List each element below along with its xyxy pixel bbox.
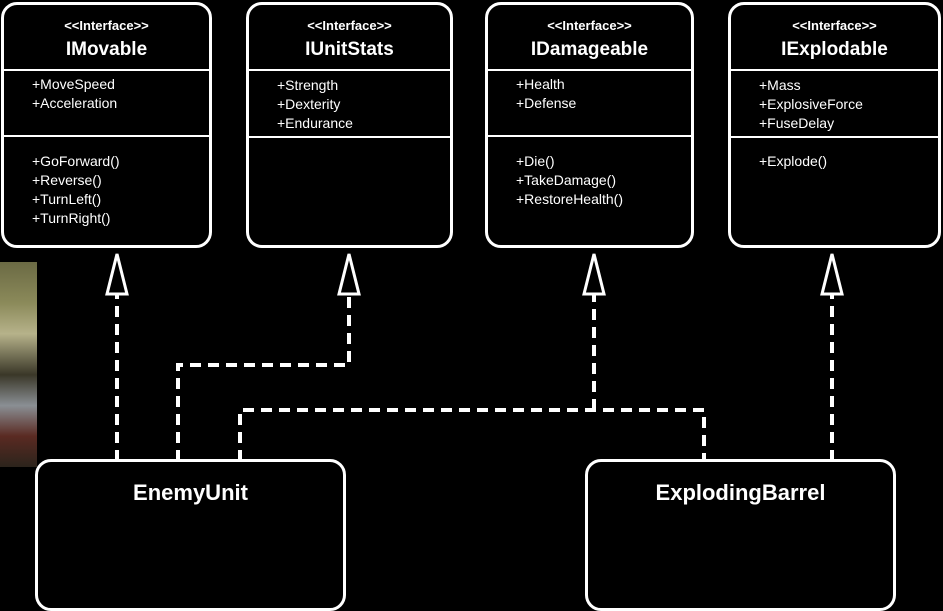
interface-fields: +Strength +Dexterity +Endurance [277,76,444,133]
interface-header: <<Interface>> IDamageable [488,5,691,71]
realization-line-enemyunit-idamageable [238,408,706,461]
field-item: +ExplosiveForce [759,96,863,112]
class-name: ExplodingBarrel [655,480,826,505]
interface-stereotype: <<Interface>> [307,18,392,33]
field-item: +MoveSpeed [32,76,115,92]
field-item: +Acceleration [32,95,118,111]
class-name: EnemyUnit [133,480,248,505]
section-divider [488,135,691,137]
interface-stereotype: <<Interface>> [64,18,149,33]
section-divider [249,136,450,138]
interface-header: <<Interface>> IExplodable [731,5,938,71]
realization-arrowhead-iexplodable [820,253,844,296]
method-item: +Reverse() [32,172,102,188]
interface-name: IDamageable [530,39,649,60]
interface-fields: +MoveSpeed +Acceleration [32,75,203,113]
section-divider [4,135,209,137]
interface-name: IExplodable [781,39,888,60]
interface-name: IMovable [65,39,148,60]
class-box-enemyunit: EnemyUnit [35,459,346,611]
method-item: +TakeDamage() [516,172,616,188]
field-item: +FuseDelay [759,115,835,131]
interface-box-idamageable: <<Interface>> IDamageable +Health +Defen… [485,2,694,248]
interface-stereotype: <<Interface>> [792,18,877,33]
interface-fields: +Mass +ExplosiveForce +FuseDelay [759,76,932,133]
field-item: +Strength [277,77,339,93]
interface-header: <<Interface>> IMovable [4,5,209,71]
field-item: +Endurance [277,115,353,131]
interface-box-iunitstats: <<Interface>> IUnitStats +Strength +Dext… [246,2,453,248]
realization-arrowhead-imovable [105,253,129,296]
field-item: +Mass [759,77,801,93]
realization-arrowhead-iunitstats [337,253,361,296]
field-item: +Health [516,76,565,92]
interface-fields: +Health +Defense [516,75,685,113]
background-photo-strip [0,262,37,467]
interface-methods: +GoForward() +Reverse() +TurnLeft() +Tur… [32,152,203,228]
interface-header: <<Interface>> IUnitStats [249,5,450,71]
interface-stereotype: <<Interface>> [547,18,632,33]
method-item: +TurnLeft() [32,191,102,207]
method-item: +RestoreHealth() [516,191,623,207]
interface-box-iexplodable: <<Interface>> IExplodable +Mass +Explosi… [728,2,941,248]
field-item: +Defense [516,95,577,111]
method-item: +GoForward() [32,153,120,169]
interface-methods: +Explode() [759,152,932,171]
method-item: +Explode() [759,153,828,169]
interface-name: IUnitStats [305,39,394,60]
method-item: +Die() [516,153,555,169]
interface-methods: +Die() +TakeDamage() +RestoreHealth() [516,152,685,209]
realization-line-enemyunit-iunitstats [176,294,351,461]
method-item: +TurnRight() [32,210,111,226]
realization-arrowhead-idamageable [582,253,606,296]
class-box-explodingbarrel: ExplodingBarrel [585,459,896,611]
section-divider [731,136,938,138]
field-item: +Dexterity [277,96,341,112]
interface-box-imovable: <<Interface>> IMovable +MoveSpeed +Accel… [1,2,212,248]
